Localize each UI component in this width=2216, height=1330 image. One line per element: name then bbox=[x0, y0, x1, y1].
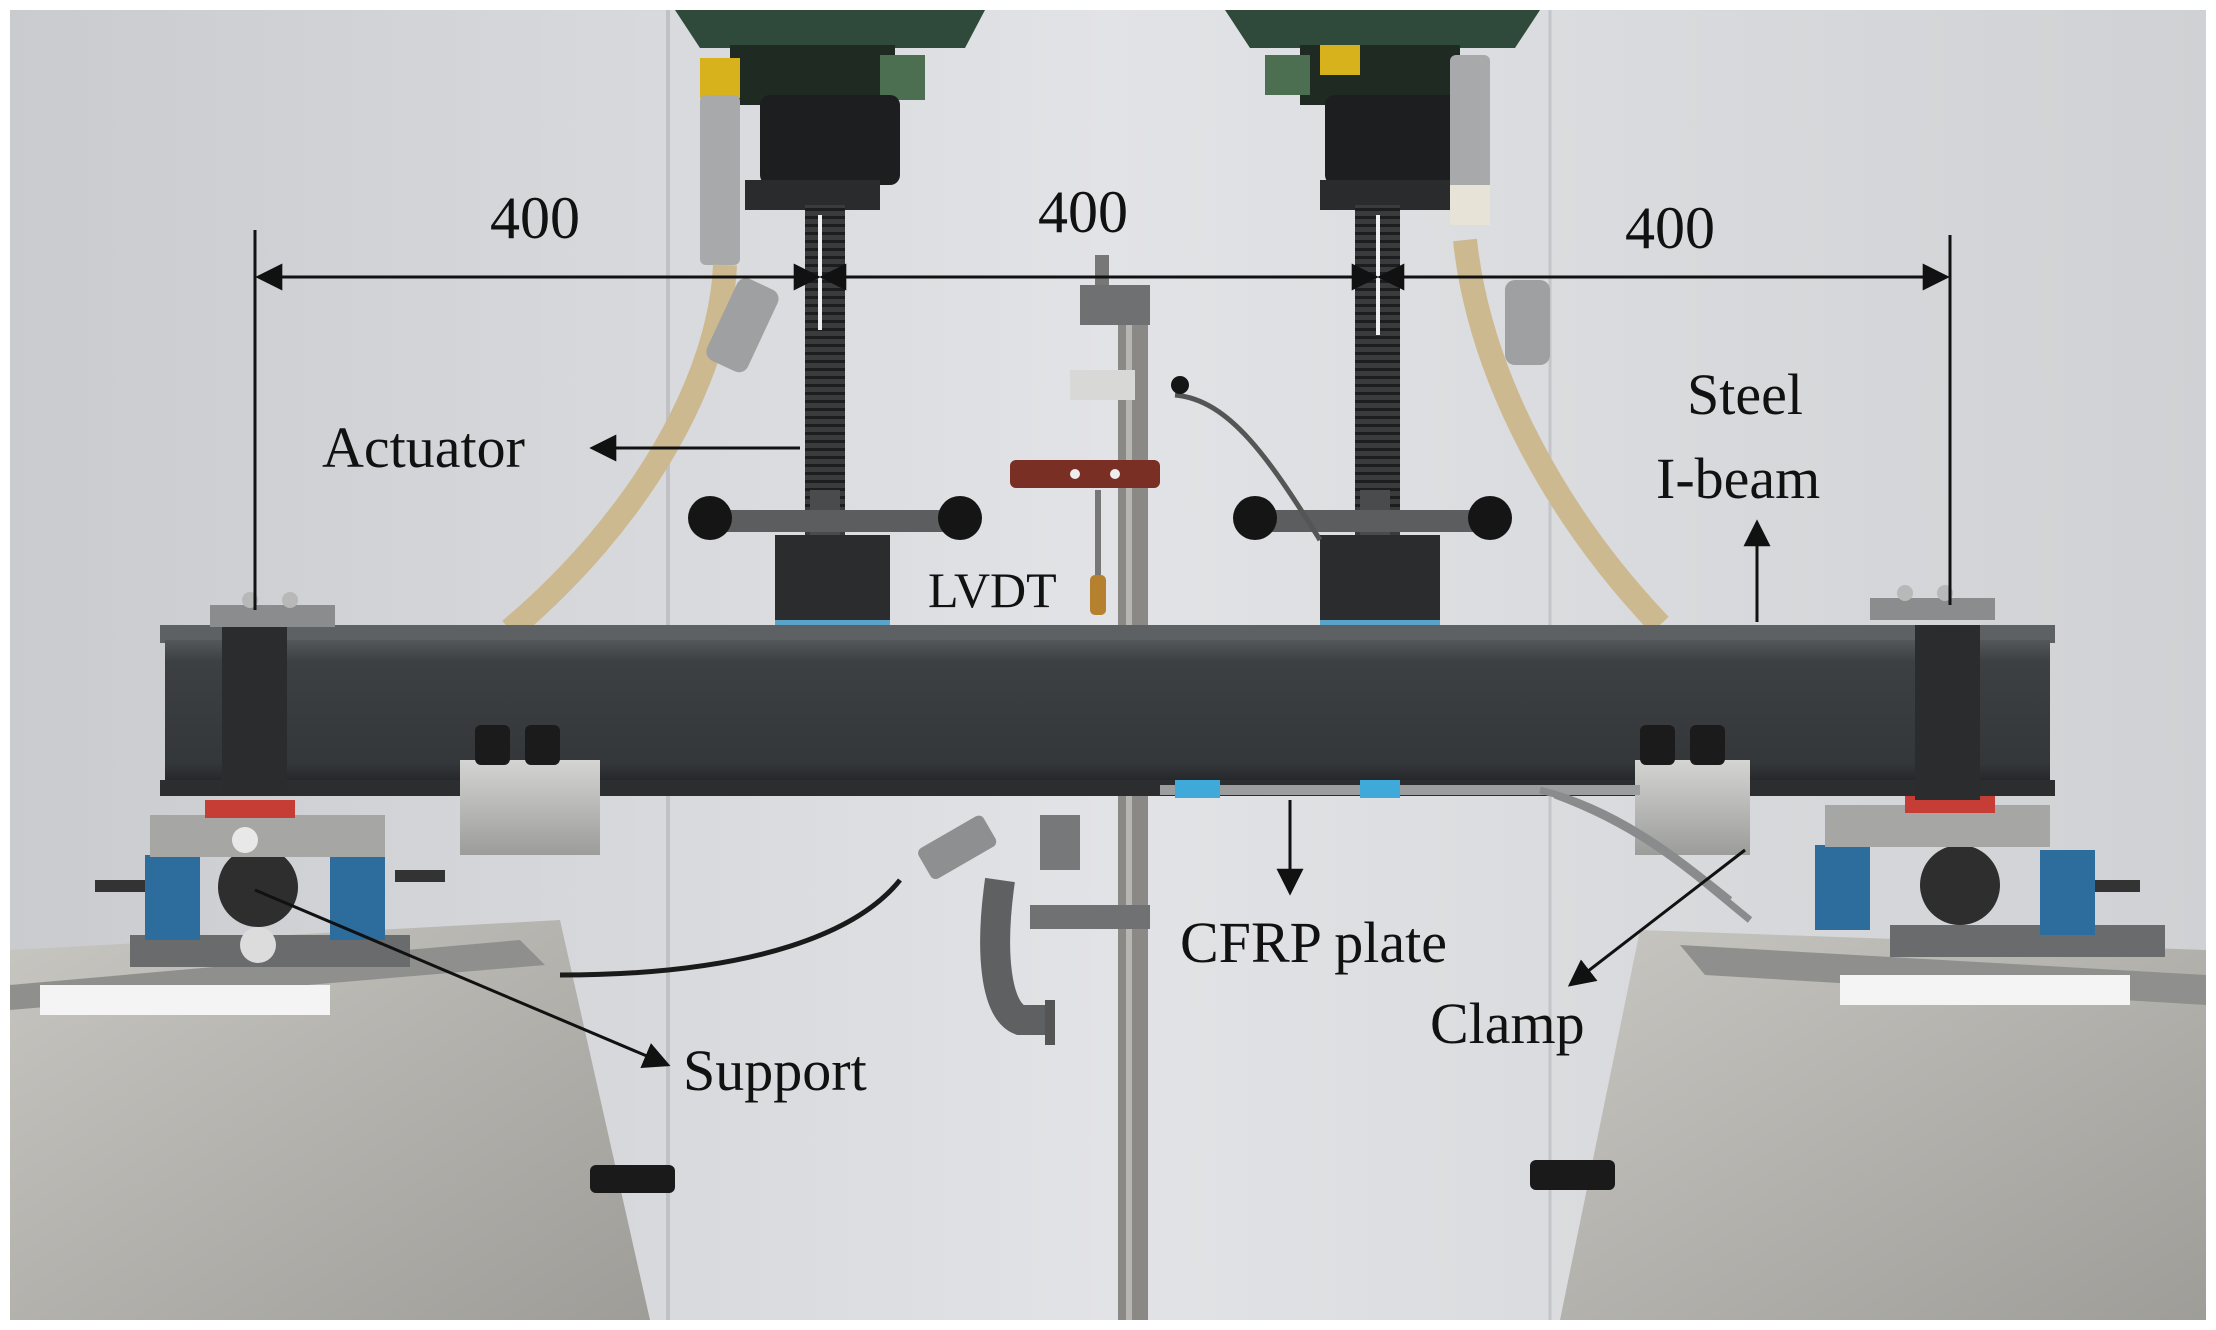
clamp-arrow bbox=[1567, 848, 1746, 987]
support-label: Support bbox=[683, 1038, 867, 1103]
actuator-label: Actuator bbox=[322, 415, 525, 480]
cfrp-plate-label: CFRP plate bbox=[1180, 910, 1447, 975]
cfrp-plate bbox=[1160, 780, 1753, 923]
stand-pole bbox=[1118, 300, 1148, 1320]
support-arrow bbox=[254, 888, 671, 1068]
right-support bbox=[1815, 795, 2165, 957]
middle-span-label: 400 bbox=[1038, 179, 1128, 245]
lvdt-label: LVDT bbox=[928, 562, 1057, 618]
right-actuator bbox=[1225, 10, 1540, 628]
stand-pole-highlight bbox=[1126, 300, 1132, 1320]
lvdt-assembly bbox=[1010, 255, 1323, 615]
right-hose bbox=[1450, 55, 1669, 634]
right-white-pad bbox=[1840, 975, 2130, 1005]
left-anchor-bolt bbox=[590, 1165, 675, 1193]
lower-holder bbox=[559, 815, 1150, 1045]
right-anchor-bolt bbox=[1530, 1160, 1615, 1190]
steel-label: Steel bbox=[1687, 362, 1803, 427]
dimension-lines bbox=[253, 230, 1952, 610]
clamp-label: Clamp bbox=[1430, 991, 1585, 1056]
right-span-label: 400 bbox=[1625, 195, 1715, 261]
left-clamp bbox=[460, 725, 600, 855]
left-actuator bbox=[675, 10, 985, 628]
ibeam-label: I-beam bbox=[1656, 446, 1820, 511]
right-concrete-pedestal bbox=[1560, 930, 2206, 1320]
left-white-pad bbox=[40, 985, 330, 1015]
left-support bbox=[95, 800, 445, 967]
left-span-label: 400 bbox=[490, 185, 580, 251]
left-concrete-pedestal bbox=[10, 920, 650, 1320]
